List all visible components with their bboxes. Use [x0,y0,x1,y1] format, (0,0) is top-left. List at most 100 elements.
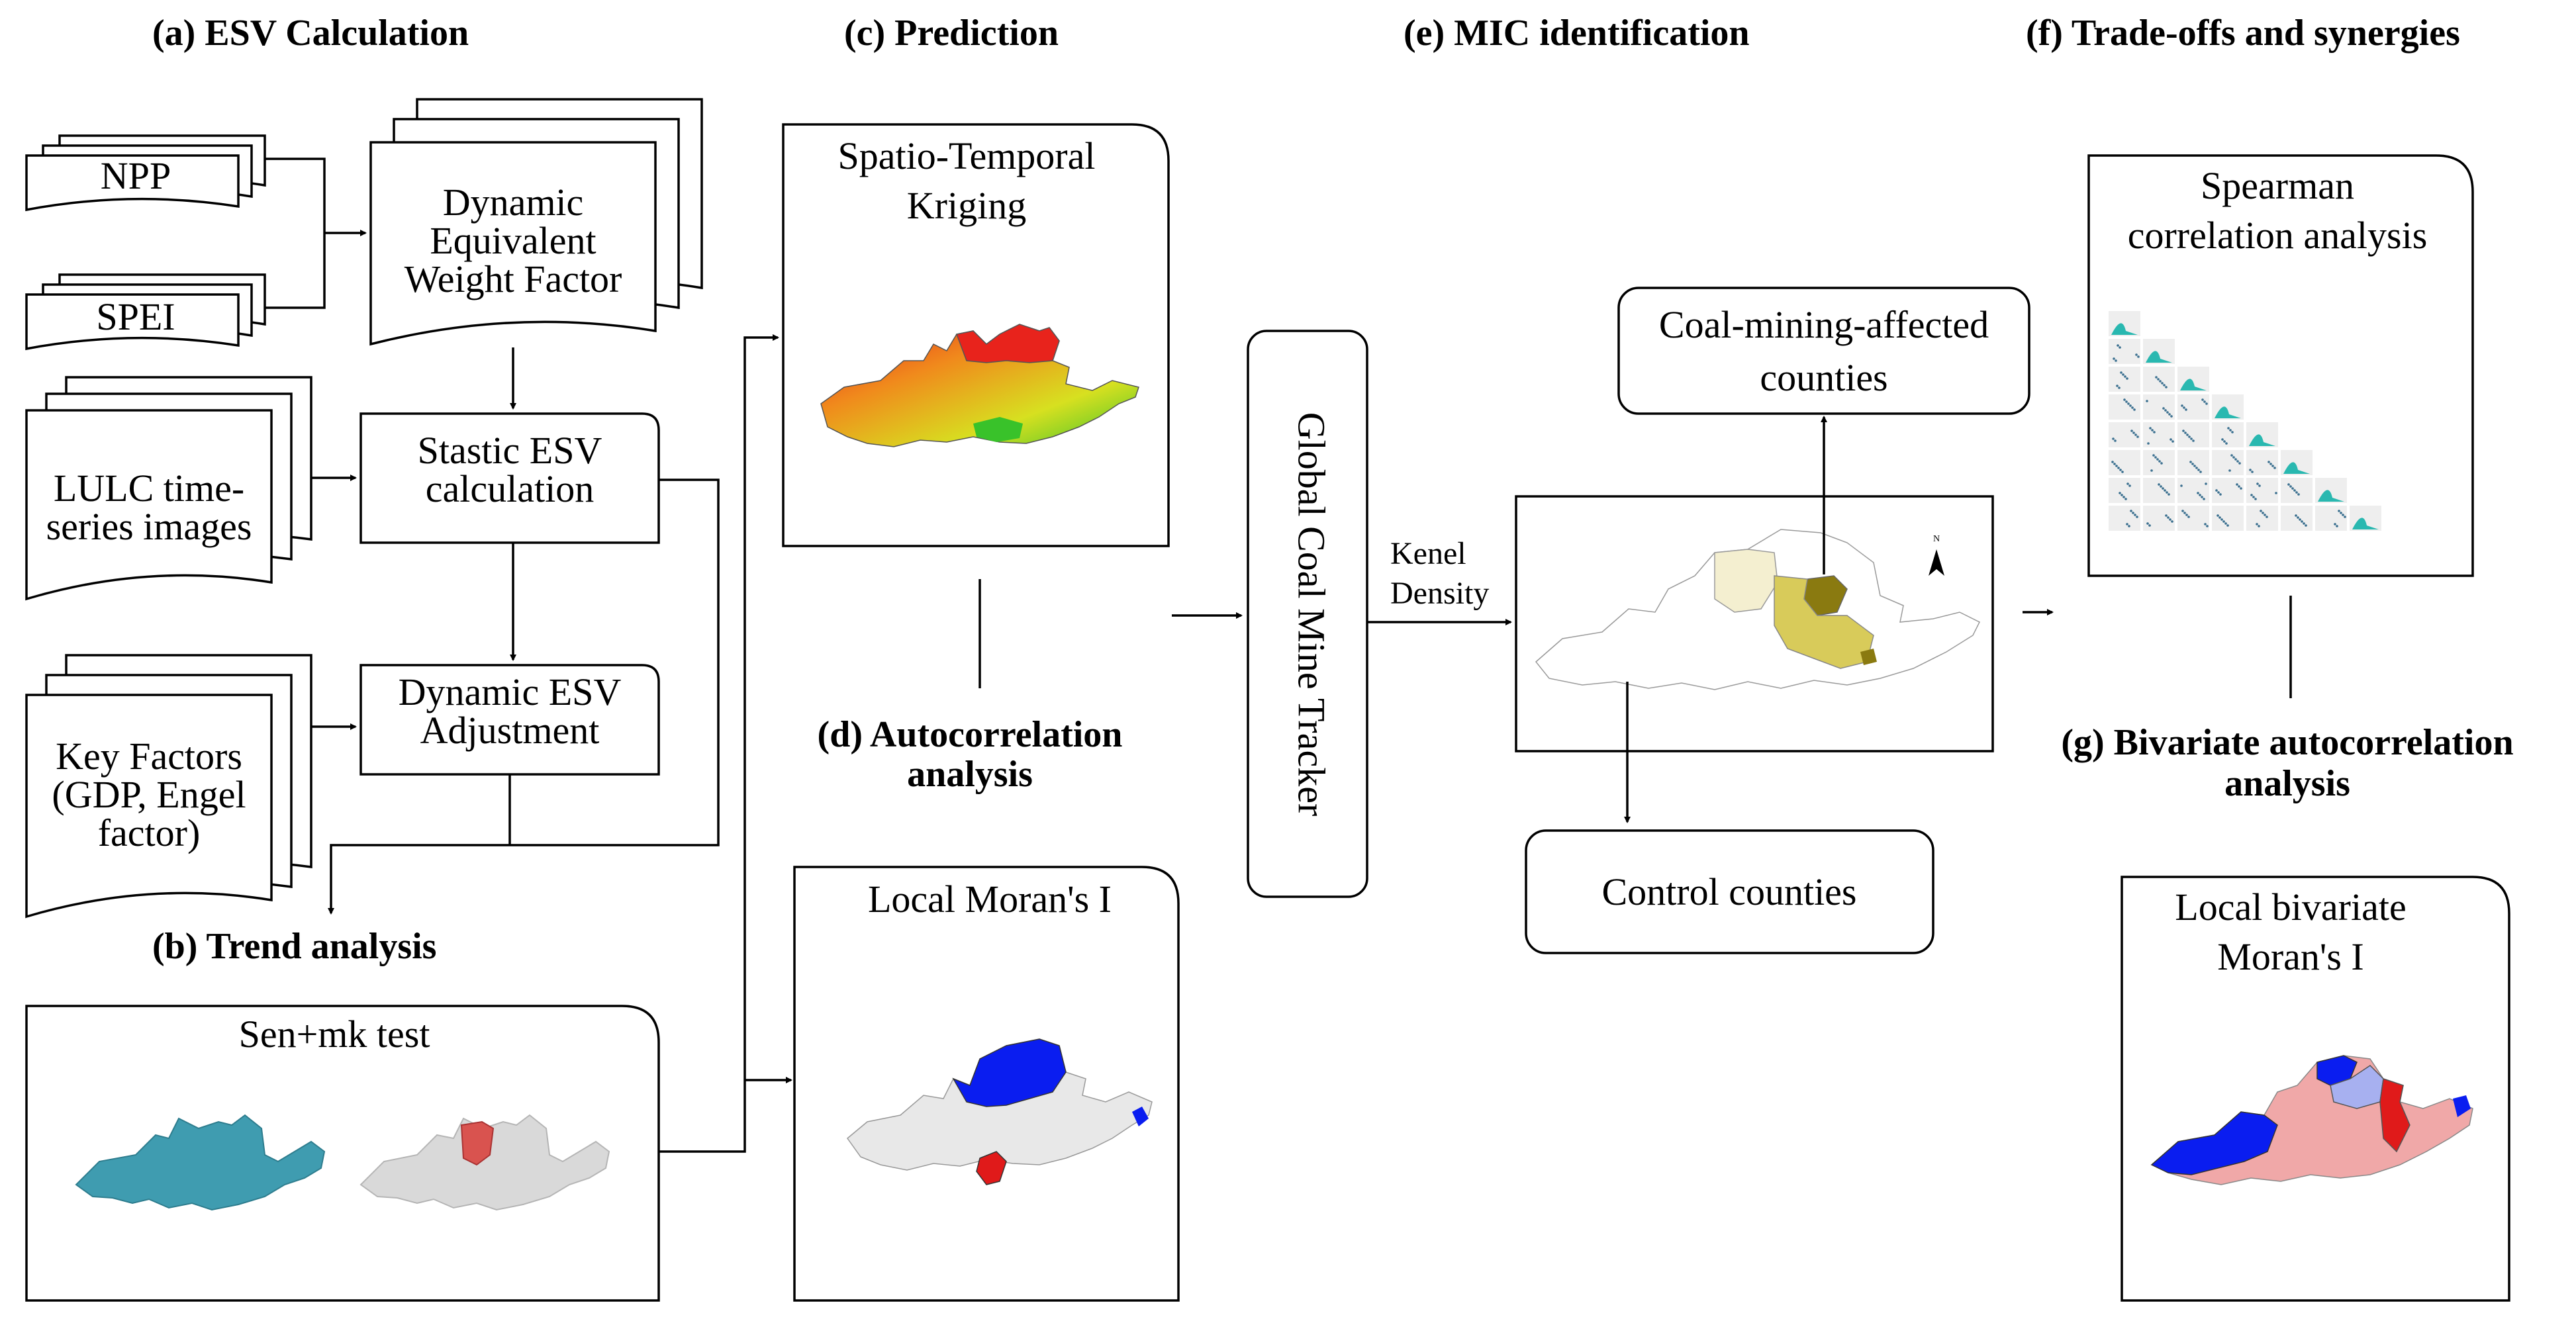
pairplot-point [2121,471,2124,473]
pairplot-point [2192,439,2195,442]
pairplot-point [2126,377,2128,380]
bivariate-label-1: Local bivariate [2175,886,2406,929]
header-a: (a) ESV Calculation [152,13,469,54]
pairplot-point [2182,430,2185,432]
pairplot-density [2180,379,2207,390]
pairplot-point [2256,482,2259,485]
pairplot-point [2189,461,2192,463]
pairplot-density [2215,406,2241,418]
pairplot-point [2222,520,2225,523]
pairplot-point [2131,406,2134,409]
kriging-box: Spatio-Temporal Kriging [782,123,1170,547]
header-b: (b) Trend analysis [152,926,436,967]
kriging-map-greenspot [973,417,1023,442]
moran-map-blue [952,1038,1067,1107]
pairplot-point [2305,524,2307,527]
pairplot-point [2111,461,2114,463]
lulc-label-2: series images [46,505,252,548]
biv-map-red [2379,1078,2410,1153]
pairplot-point [2164,409,2167,412]
pairplot-point [2289,485,2292,488]
pairplot-point [2149,427,2152,430]
npp-label: NPP [101,154,171,197]
pairplot-cell [2109,506,2140,531]
pairplot-cell [2109,394,2140,420]
pairplot-point [2334,523,2336,525]
pairplot-cell [2281,506,2313,531]
spearman-label-1: Spearman [2201,164,2354,207]
pairplot-point [2127,402,2130,405]
pairplot-point [2157,378,2160,381]
pairplot-point [2184,432,2187,434]
pairplot-point [2164,489,2166,492]
pairplot-point [2130,430,2133,432]
pairplot-cell [2143,394,2175,420]
pairplot-point [2231,431,2234,433]
trend-map-red-patch [460,1120,495,1166]
pairplot-cell [2212,450,2244,475]
coal-affected-label-2: counties [1760,356,1887,399]
bivariate-moran-box: Local bivariate Moran's I [2121,876,2510,1302]
pairplot-cell [2246,478,2278,503]
coal-affected-label-1: Coal-mining-affected [1659,303,1989,346]
pairplot-point [2165,386,2168,388]
pairplot-point [2185,514,2188,516]
pairplot-point [2166,491,2168,494]
pairplot-point [2271,465,2274,467]
pairplot-point [2160,462,2163,465]
pairplot-point [2154,456,2157,459]
pairplot-point [2158,460,2161,463]
dewf-label-2: Equivalent [430,219,596,262]
pairplot-point [2134,514,2136,516]
pairplot-point [2170,438,2172,441]
lulc-document: LULC time- series images [25,376,312,601]
mic-map-olive-2 [1860,649,1877,665]
dewf-document: Dynamic Equivalent Weight Factor [369,98,703,346]
pairplot-point [2226,524,2229,527]
pairplot-point [2295,514,2297,517]
key-factors-label-2: (GDP, Engel [52,773,246,816]
pairplot-point [2254,498,2257,500]
mic-map-yellow [1774,575,1874,669]
pairplot-point [2136,435,2139,438]
pairplot-point [2206,525,2209,527]
pairplot-point [2133,408,2136,411]
pairplot-cell [2177,394,2209,420]
pairplot-point [2146,400,2148,402]
pairplot-point [2223,440,2226,443]
pairplot-point [2225,442,2228,445]
pairplot-point [2201,496,2203,498]
pairplot-point [2162,487,2164,490]
pairplot-point [2234,458,2237,461]
pairplot-point [2258,484,2261,487]
kriging-map [820,324,1139,447]
pairplot-point [2336,525,2338,527]
mic-map-cream [1714,549,1778,613]
pairplot-point [2121,494,2123,496]
static-esv-label-1: Stastic ESV [418,429,602,472]
pairplot-cell [2246,506,2278,531]
pairplot-point [2236,483,2238,486]
kernel-label-2: Density [1390,576,1489,611]
pairplot-point [2123,398,2126,401]
pairplot-point [2250,494,2253,496]
spearman-label-2: correlation analysis [2128,214,2428,257]
pairplot-point [2267,461,2270,463]
pairplot-point [2224,522,2227,525]
pairplot-point [2119,469,2122,471]
pairplot-point [2115,359,2117,362]
kriging-map-redcap [955,324,1060,363]
pairplot-point [2161,382,2164,385]
key-factors-label-1: Key Factors [56,735,242,778]
pairplot-point [2258,525,2260,527]
pairplot-point [2168,413,2171,416]
pairplot-cell [2109,339,2140,364]
pairplot-cell [2143,450,2175,475]
header-c: (c) Prediction [844,13,1059,54]
pairplot-point [2146,522,2149,525]
pairplot-point [2156,458,2159,461]
pairplot-point [2275,492,2277,494]
mic-map-panel [1515,495,1994,752]
pairplot-point [2299,518,2301,521]
biv-map-blue-west [2150,1111,2278,1175]
